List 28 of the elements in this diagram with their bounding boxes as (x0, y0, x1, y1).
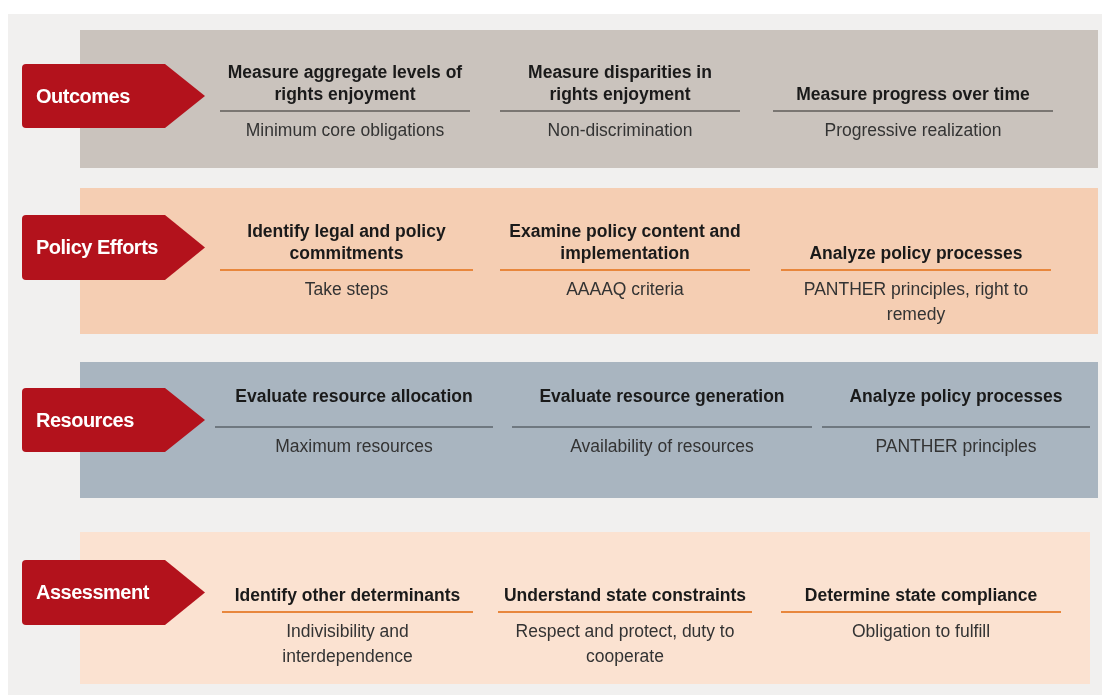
section-heading: Measure aggregate levels of rights enjoyment (220, 52, 470, 112)
principle-text: Minimum core obligations (244, 119, 446, 142)
section-heading: Measure progress over time (773, 52, 1053, 112)
arrow-tag: Resources (22, 388, 205, 452)
section-heading: Determine state compliance (781, 557, 1061, 613)
principle-text: Take steps (303, 278, 390, 301)
principle-text: PANTHER principles, right to remedy (802, 278, 1030, 326)
section-heading: Evaluate resource generation (512, 385, 812, 428)
section-heading: Identify other determinants (222, 557, 473, 613)
arrow-tag: Assessment (22, 560, 205, 625)
principle-text: PANTHER principles (874, 435, 1038, 458)
arrow-tag: Outcomes (22, 64, 205, 128)
principle-text: Maximum resources (274, 435, 434, 458)
section-heading: Examine policy content and implementation (500, 207, 750, 271)
principle-text: Respect and protect, duty to cooperate (514, 620, 736, 668)
principle-text: Availability of resources (569, 435, 755, 458)
section-heading: Understand state constraints (498, 557, 752, 613)
principle-text: Obligation to fulfill (850, 620, 992, 643)
section-heading: Measure disparities in rights enjoyment (500, 52, 740, 112)
principle-text: Non-discrimination (546, 119, 694, 142)
arrow-tag: Policy Efforts (22, 215, 205, 280)
principle-text: AAAAQ criteria (565, 278, 685, 301)
section-heading: Identify legal and policy commitments (220, 207, 473, 271)
section-heading: Analyze policy processes (822, 385, 1090, 428)
section-heading: Evaluate resource allocation (215, 385, 493, 428)
principle-text: Progressive realization (823, 119, 1003, 142)
section-heading: Analyze policy processes (781, 207, 1051, 271)
principle-text: Indivisibility and interdependence (281, 620, 414, 668)
